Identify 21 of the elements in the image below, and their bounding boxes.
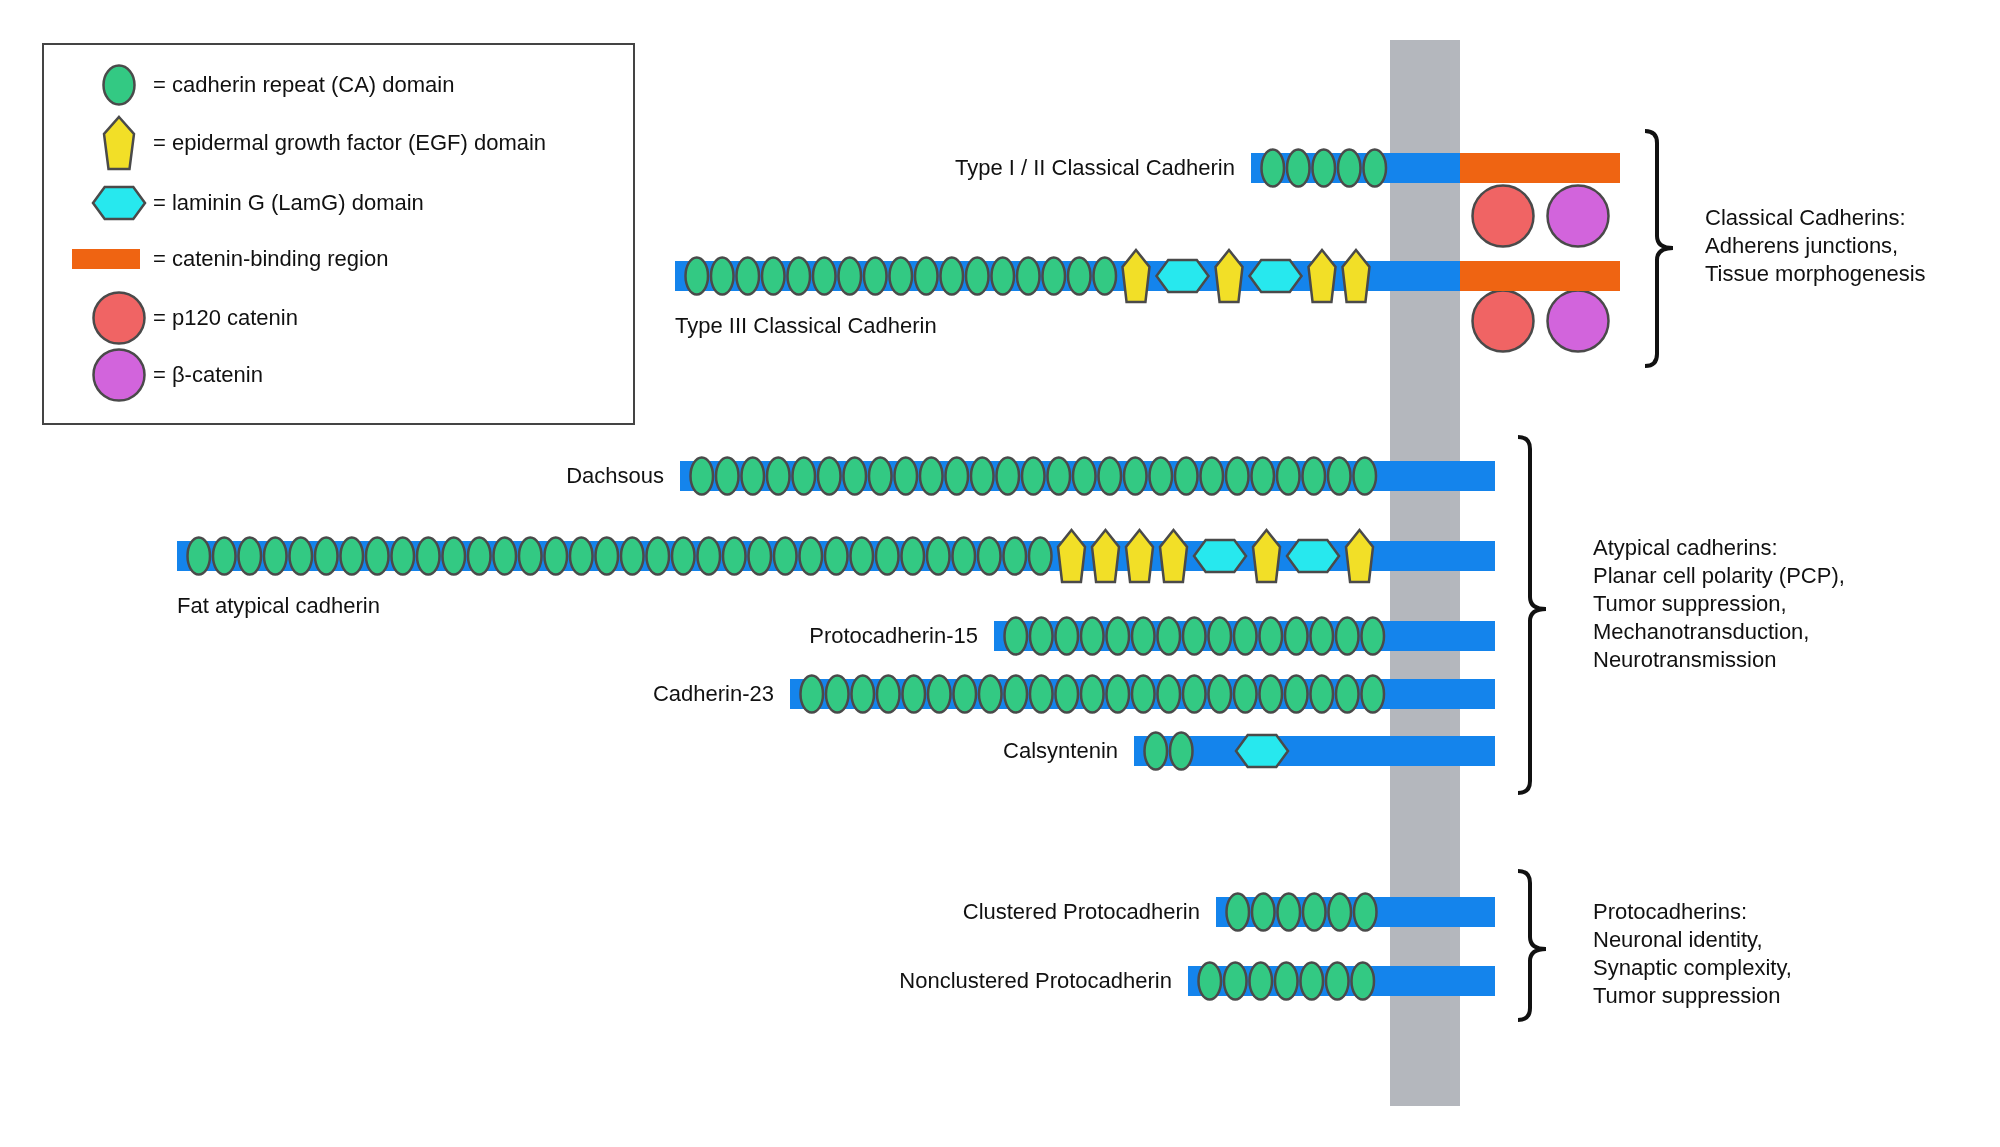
protein-name: Clustered Protocadherin (962, 898, 1200, 926)
legend-label: = p120 catenin (153, 304, 298, 332)
protein-name: Nonclustered Protocadherin (899, 967, 1172, 995)
protein-name: Type I / II Classical Cadherin (955, 154, 1235, 182)
function-description: Adherens junctions, Tissue morphogenesis (1705, 232, 1927, 288)
protein-name: Fat atypical cadherin (177, 592, 380, 620)
legend-label: = laminin G (LamG) domain (153, 189, 424, 217)
legend-label: = β-catenin (153, 361, 263, 389)
protein-name: Calsyntenin (1003, 737, 1118, 765)
function-description: Neuronal identity, Synaptic complexity, Tumor suppression (1593, 926, 1793, 1010)
group-heading: Protocadherins: (1593, 898, 1748, 926)
group-heading: Classical Cadherins: (1705, 204, 1906, 232)
legend-label: = catenin-binding region (153, 245, 389, 273)
protein-name: Cadherin-23 (652, 680, 774, 708)
protein-name: Type III Classical Cadherin (675, 312, 937, 340)
protein-name: Dachsous (566, 462, 664, 490)
function-description: Planar cell polarity (PCP), Tumor suppression, Mechanotransduction, Neurotransmission (1593, 562, 1846, 674)
legend-label: = cadherin repeat (CA) domain (153, 71, 455, 99)
legend-label: = epidermal growth factor (EGF) domain (153, 129, 547, 157)
group-heading: Atypical cadherins: (1593, 534, 1778, 562)
protein-name: Protocadherin-15 (809, 622, 978, 650)
